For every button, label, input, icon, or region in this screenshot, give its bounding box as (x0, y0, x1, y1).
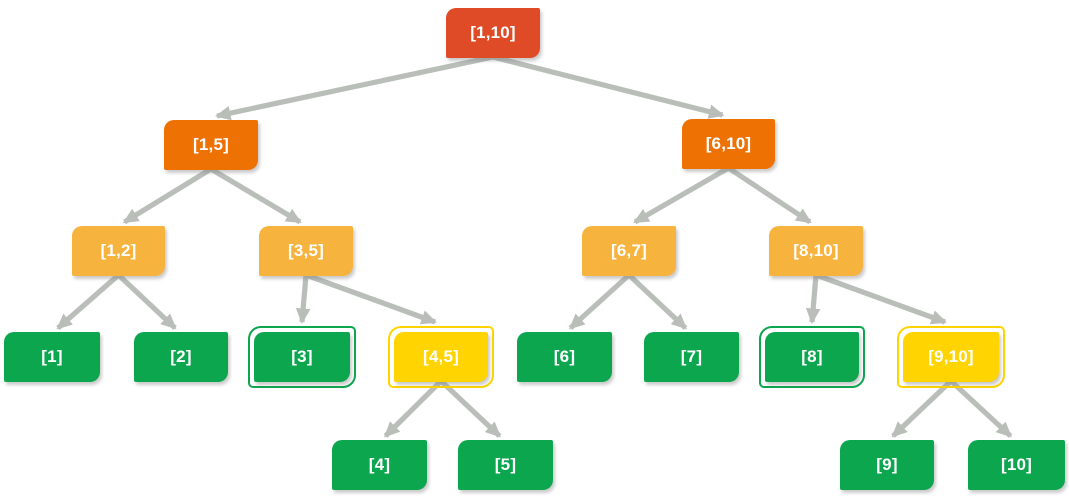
tree-node-2: [2] (134, 332, 228, 382)
node-outline-9-10 (897, 326, 1005, 388)
tree-node-1-5: [1,5] (164, 120, 258, 170)
tree-node-8-10: [8,10] (769, 226, 863, 276)
edge-3-5-to-4-5 (305, 272, 437, 325)
edge-1-10-to-1-5 (214, 54, 494, 121)
edge-4-5-to-5 (439, 379, 502, 438)
tree-node-3-5: [3,5] (259, 226, 353, 276)
tree-node-4: [4] (332, 440, 427, 490)
edge-1-5-to-3-5 (209, 166, 302, 225)
tree-node-7: [7] (644, 332, 739, 382)
edge-1-5-to-1-2 (122, 166, 213, 225)
node-outline-3 (248, 326, 356, 388)
edge-1-2-to-1 (56, 273, 121, 330)
edge-4-5-to-4 (383, 379, 443, 438)
edge-6-7-to-7 (627, 273, 688, 330)
tree-node-8: [8] (765, 332, 859, 382)
tree-node-4-5: [4,5] (394, 332, 488, 382)
edge-9-10-to-10 (949, 379, 1013, 438)
edge-6-10-to-6-7 (633, 165, 730, 225)
edge-3-5-to-3 (295, 274, 311, 325)
tree-node-6-7: [6,7] (582, 226, 676, 276)
tree-node-9-10: [9,10] (903, 332, 999, 382)
edge-8-10-to-9-10 (815, 272, 947, 325)
tree-node-5: [5] (458, 440, 553, 490)
tree-node-6-10: [6,10] (682, 119, 775, 169)
edge-6-7-to-6 (568, 273, 631, 330)
node-outline-8 (759, 326, 865, 388)
edge-6-10-to-8-10 (727, 165, 812, 225)
tree-node-3: [3] (254, 332, 350, 382)
edge-8-10-to-8 (805, 274, 821, 325)
tree-node-1-2: [1,2] (72, 226, 165, 276)
edge-1-2-to-2 (116, 273, 177, 330)
edge-9-10-to-9 (891, 379, 953, 438)
edge-1-10-to-6-10 (492, 54, 725, 119)
tree-node-9: [9] (840, 440, 934, 490)
node-outline-4-5 (388, 326, 494, 388)
tree-node-1: [1] (4, 332, 100, 382)
tree-node-10: [10] (968, 440, 1065, 490)
tree-node-1-10: [1,10] (446, 8, 540, 58)
tree-node-6: [6] (517, 332, 612, 382)
